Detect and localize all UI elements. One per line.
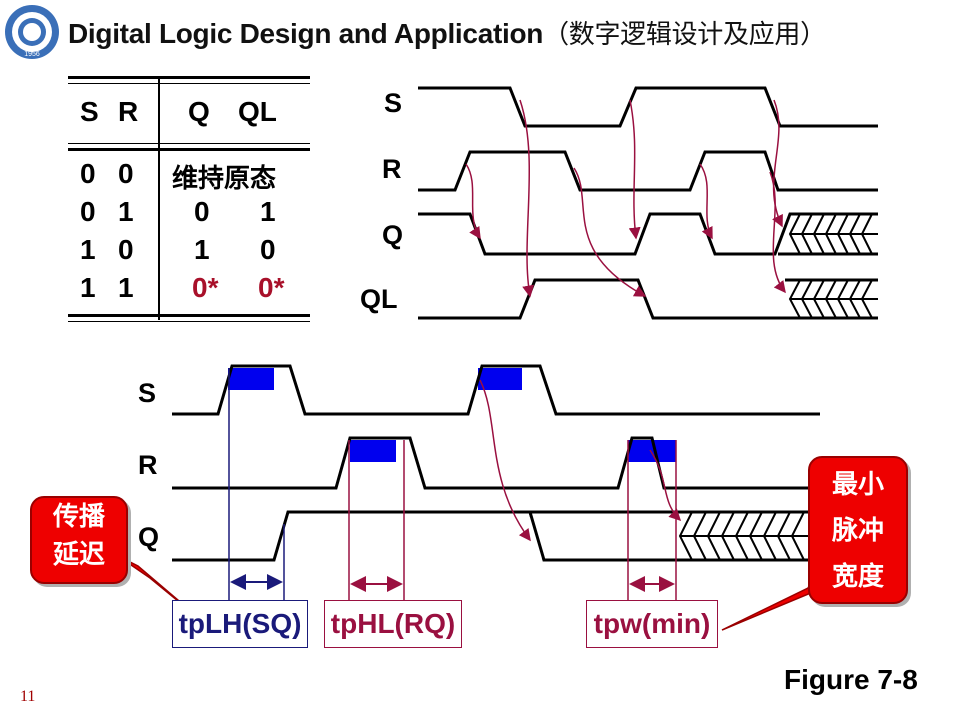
row2-ql: 1 [260,196,276,227]
bottom-label-r: R [138,450,158,480]
bottom-label-q: Q [138,522,159,552]
bottom-waveform-r [172,436,820,490]
r-pulse-highlight-1 [350,440,396,462]
top-waveform-ql [418,278,770,320]
table-rule-header [68,143,310,151]
university-logo-icon: 1956 [5,5,59,59]
row1-r: 0 [118,158,134,189]
truth-table: S R Q QL 0 0 维持原态 0 1 0 1 1 0 1 0 1 1 0*… [68,70,314,324]
top-waveform-s [418,86,878,128]
row1-s: 0 [80,158,96,189]
row4-s: 1 [80,272,96,303]
header-r: R [118,96,139,127]
callout-line-2: 延迟 [52,540,105,570]
row3-r: 0 [118,234,134,265]
row2-q: 0 [194,196,210,227]
bottom-reference-lines [228,368,677,600]
header-ql: QL [238,96,277,127]
bottom-waveform-s [172,364,820,416]
row3-q: 1 [194,234,210,265]
top-causality-arrows [465,99,786,298]
callout-line-2: 脉冲 [831,516,884,546]
top-q-undefined-hatch [788,213,878,255]
row1-hold: 维持原态 [172,164,277,194]
logo-year: 1956 [24,51,40,58]
s-pulse-highlight-2 [478,368,522,390]
row4-q: 0* [192,272,219,303]
top-label-s: S [384,88,402,118]
slide-number: 11 [20,688,36,705]
row3-s: 1 [80,234,96,265]
row2-s: 0 [80,196,96,227]
tpw-label: tpw(min) [586,600,718,648]
callout-line-1: 最小 [831,470,884,500]
top-label-ql: QL [360,284,398,314]
header-q: Q [188,96,210,127]
callout-line-1: 传播 [52,502,105,532]
bottom-causality-arrows [479,379,682,542]
table-rule-top [68,76,310,84]
callout-line-3: 宽度 [831,562,884,592]
top-label-q: Q [382,220,403,250]
title-chinese: （数字逻辑设计及应用） [543,20,826,50]
r-pulse-highlight-2 [628,440,676,462]
top-waveform-r [418,150,878,192]
bottom-timing-diagram: S R Q [117,364,844,631]
title-english: Digital Logic Design and Application [68,18,544,49]
tphl-label: tpHL(RQ) [324,600,462,648]
propagation-delay-callout: 传播 延迟 [30,496,128,584]
bottom-q-fall [528,511,678,562]
table-rule-bottom [68,314,310,322]
page-title: Digital Logic Design and Application（数字逻… [68,14,826,51]
min-pulse-width-callout: 最小 脉冲 宽度 [808,456,908,604]
table-divider [158,76,160,320]
bottom-label-s: S [138,378,156,408]
figure-caption: Figure 7-8 [784,664,918,695]
row2-r: 1 [118,196,134,227]
bottom-q-gap [530,514,678,558]
tplh-label: tpLH(SQ) [172,600,308,648]
top-label-r: R [382,154,402,184]
row4-ql: 0* [258,272,285,303]
row4-r: 1 [118,272,134,303]
s-pulse-highlight-1 [228,368,274,390]
bottom-q-undefined-hatch [678,511,820,561]
row3-ql: 0 [260,234,276,265]
header-s: S [80,96,99,127]
top-ql-undefined-hatch [788,279,878,319]
top-timing-diagram: S R Q QL [360,86,878,320]
